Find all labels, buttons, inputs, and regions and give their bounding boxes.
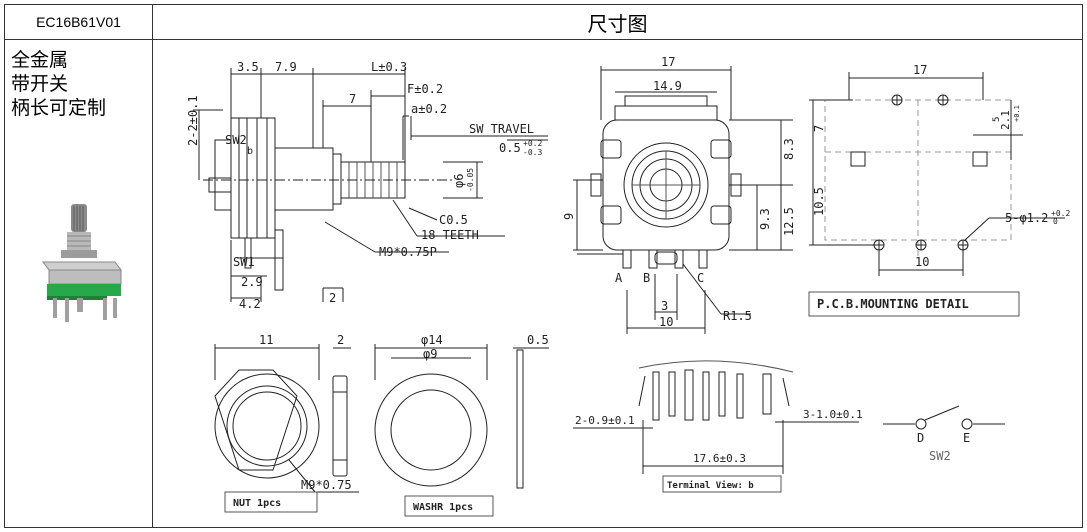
- dim-7-9: 7.9: [275, 60, 297, 74]
- pcb-dim-2-1: 2.1: [999, 110, 1012, 130]
- sw-travel-label: SW TRAVEL: [469, 122, 534, 136]
- sw-travel-tol-up: +0.2: [523, 139, 542, 148]
- pin-a-label: A: [615, 271, 623, 285]
- pcb-dim-2-1-tol: +0.1: [1013, 105, 1021, 122]
- front-dim-3: 3: [661, 299, 668, 313]
- b-label: b: [247, 146, 253, 157]
- washer-thickness: 0.5: [527, 333, 549, 347]
- shaft-diameter: φ6: [452, 174, 466, 188]
- front-dim-10: 10: [659, 315, 673, 329]
- dim-a: a±0.2: [411, 102, 447, 116]
- dim-L: L±0.3: [371, 60, 407, 74]
- feature-item: 全金属: [11, 49, 69, 71]
- washer-caption: WASHR 1pcs: [413, 502, 473, 513]
- pcb-dim-5: 5: [992, 117, 1002, 122]
- nut-thread: M9*0.75: [301, 478, 352, 492]
- thread-label: M9*0.75P: [379, 245, 437, 259]
- dim-2: 2: [329, 291, 336, 305]
- washer-id: φ9: [423, 347, 437, 361]
- front-dim-12-5: 12.5: [782, 207, 796, 236]
- terminal-left-dim: 2-0.9±0.1: [575, 414, 635, 427]
- sw-travel-tol-dn: -0.3: [523, 148, 542, 157]
- pcb-caption: P.C.B.MOUNTING DETAIL: [817, 297, 969, 311]
- rotary-encoder-photo-icon: [42, 204, 122, 322]
- dim-2-9: 2.9: [241, 275, 263, 289]
- front-dim-9-3: 9.3: [758, 208, 772, 230]
- dim-3-5: 3.5: [237, 60, 259, 74]
- sw-travel-value: 0.5: [499, 141, 521, 155]
- nut-dim-11: 11: [259, 333, 273, 347]
- sw2-height: 2-2±0.1: [186, 95, 200, 146]
- washer-od: φ14: [421, 333, 443, 347]
- pcb-dim-7: 7: [812, 125, 826, 132]
- dim-7: 7: [349, 92, 356, 106]
- switch-e-label: E: [963, 431, 970, 445]
- front-dim-r1-5: R1.5: [723, 309, 752, 323]
- nut-caption: NUT 1pcs: [233, 498, 281, 509]
- pcb-hole-tol-up: +0.2: [1051, 209, 1070, 218]
- teeth-label: 18 TEETH: [421, 228, 479, 242]
- sw2-label: SW2: [225, 133, 247, 147]
- chamfer-label: C0.5: [439, 213, 468, 227]
- pcb-dim-10-5: 10.5: [812, 187, 826, 216]
- pcb-hole-tol-dn: 0: [1053, 217, 1058, 226]
- dim-F: F±0.2: [407, 82, 443, 96]
- pcb-dim-10: 10: [915, 255, 929, 269]
- shaft-tolerance: -0.05: [466, 168, 475, 192]
- model-number: EC16B61V01: [5, 5, 153, 40]
- front-dim-8-3: 8.3: [782, 138, 796, 160]
- dim-4-2: 4.2: [239, 297, 261, 311]
- feature-item: 带开关: [11, 73, 69, 95]
- feature-column: 全金属 带开关 柄长可定制: [5, 40, 153, 527]
- front-dim-17: 17: [661, 55, 675, 69]
- dimension-drawing: 3.5 7.9 L±0.3 F±0.2 a±0.2 7 SW TRAVEL 0.…: [186, 55, 1070, 517]
- feature-item: 柄长可定制: [11, 97, 107, 119]
- sw1-label: SW1: [233, 255, 255, 269]
- front-dim-14-9: 14.9: [653, 79, 682, 93]
- pcb-hole-spec: 5-φ1.2: [1005, 211, 1048, 225]
- switch-d-label: D: [917, 431, 924, 445]
- spec-sheet: EC16B61V01 尺寸图 全金属 带开关 柄长可定制: [4, 4, 1083, 528]
- switch-label: SW2: [929, 449, 951, 463]
- pin-b-label: B: [643, 271, 650, 285]
- pin-c-label: C: [697, 271, 704, 285]
- page-title: 尺寸图: [153, 5, 1082, 40]
- pcb-dim-17: 17: [913, 63, 927, 77]
- front-dim-9: 9: [562, 213, 576, 220]
- terminal-span-dim: 17.6±0.3: [693, 452, 746, 465]
- terminal-caption: Terminal View: b: [667, 480, 754, 491]
- nut-dim-2: 2: [337, 333, 344, 347]
- feature-list: 全金属 带开关 柄长可定制: [11, 48, 106, 120]
- terminal-right-dim: 3-1.0±0.1: [803, 408, 863, 421]
